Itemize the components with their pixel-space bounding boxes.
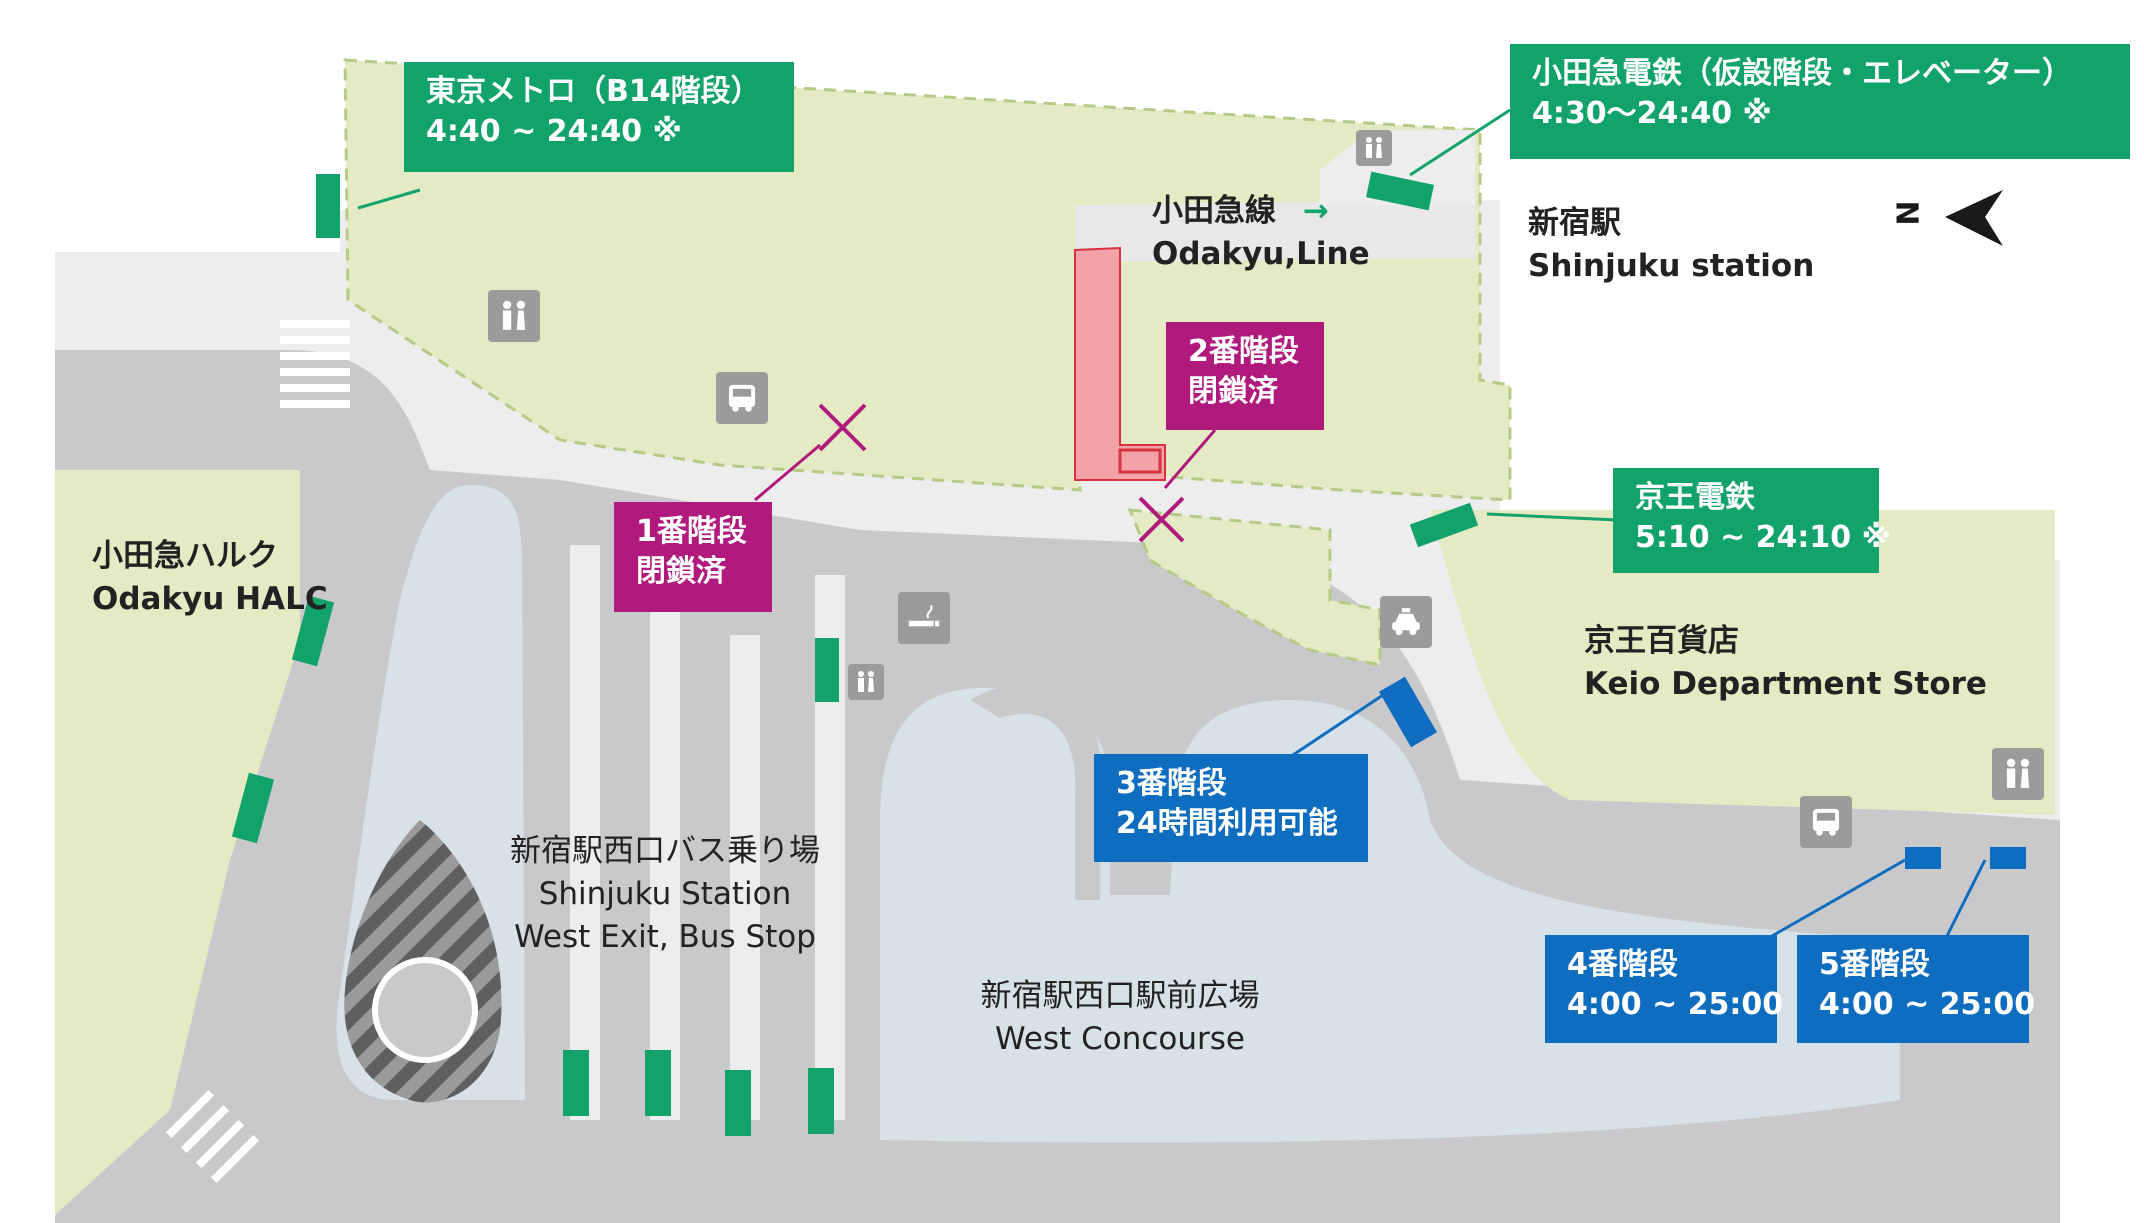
bus-stop-en1: Shinjuku Station [538,876,792,912]
odakyu-line-ja: 小田急線 [1152,193,1276,229]
restroom-icon [1992,748,2044,800]
stair-2-name: 2番階段 [1188,334,1299,369]
odakyu-stair-hours: 4:30〜24:40 ※ [1532,96,1772,131]
bus-lane-1 [570,545,600,1120]
odakyu-corridor [1075,200,1475,262]
keio-stair-name: 京王電鉄 [1635,480,1755,515]
leader-lines [357,108,1987,942]
stair-3-hours: 24時間利用可能 [1116,806,1338,841]
bus-stop-label: 新宿駅西口バス乗り場 Shinjuku Station West Exit, B… [495,830,835,959]
shinjuku-station-en: Shinjuku station [1528,248,1815,284]
odakyu-line-label: 小田急線 → Odakyu,Line [1152,190,1370,276]
odakyu-halc-label: 小田急ハルク Odakyu HALC [92,535,328,621]
odakyu-halc-ja: 小田急ハルク [92,538,278,574]
keio-dept-label: 京王百貨店 Keio Department Store [1584,620,1987,706]
green-stair-marks [231,171,1479,1136]
stair-2-status: 閉鎖済 [1188,374,1278,409]
stair-4-hours: 4:00 ~ 25:00 [1567,987,1784,1022]
smoking-icon [898,592,950,644]
stair-5-label: 5番階段 4:00 ~ 25:00 [1797,935,2036,1043]
bus-lane-3 [730,635,760,1120]
metro-stair-hours: 4:40 ~ 24:40 ※ [426,114,682,149]
metro-stair-name: 東京メトロ（B14階段） [426,74,761,109]
odakyu-stair-label: 小田急電鉄（仮設階段・エレベーター） 4:30〜24:40 ※ [1510,44,2130,159]
odakyu-stair-name: 小田急電鉄（仮設階段・エレベーター） [1532,56,2072,91]
odakyu-halc-en: Odakyu HALC [92,581,328,617]
keio-dept-en: Keio Department Store [1584,666,1987,702]
restroom-icon [488,290,540,342]
closed-marks [818,403,1185,543]
odakyu-line-arrow: → [1302,193,1329,229]
crosswalks [165,320,350,1184]
bus-icon [716,372,768,424]
north-arrow-icon: N [1889,190,2003,246]
roundabout-island [372,957,478,1063]
stair-1-status: 閉鎖済 [636,554,726,589]
keio-department-store-building [1430,510,2055,815]
bus-stop-en2: West Exit, Bus Stop [514,919,816,955]
closed-stair-2-area [1074,246,1166,481]
keio-stair-label: 京王電鉄 5:10 ~ 24:10 ※ [1613,468,1891,573]
stair-2-label: 2番階段 閉鎖済 [1166,322,1324,430]
west-concourse-ja: 新宿駅西口駅前広場 [980,978,1260,1014]
bus-stop-ja: 新宿駅西口バス乗り場 [510,833,820,869]
stair-3-name: 3番階段 [1116,766,1227,801]
stair-1-name: 1番階段 [636,514,747,549]
stair-3-label: 3番階段 24時間利用可能 [1094,754,1368,862]
stair-5-hours: 4:00 ~ 25:00 [1819,987,2036,1022]
plaza-loop [970,682,1101,900]
bus-icon [1800,796,1852,848]
west-concourse-label: 新宿駅西口駅前広場 West Concourse [960,975,1280,1061]
taxi-icon [1380,596,1432,648]
restroom-icon [848,664,884,700]
restroom-icon [1356,130,1392,166]
west-concourse-en: West Concourse [995,1021,1245,1057]
blue-stair-marks [1379,676,2026,869]
bus-lane-2 [650,600,680,1120]
closed-stair-2-inner [1118,448,1162,474]
metro-stair-label: 東京メトロ（B14階段） 4:40 ~ 24:40 ※ [404,62,794,172]
keio-stair-hours: 5:10 ~ 24:10 ※ [1635,520,1891,555]
shinjuku-station-ja: 新宿駅 [1528,205,1621,241]
stair-1-label: 1番階段 閉鎖済 [614,502,772,612]
odakyu-line-en: Odakyu,Line [1152,236,1370,272]
odakyu-annex [1127,508,1382,667]
stair-4-name: 4番階段 [1567,947,1678,982]
compass-letter: N [1889,200,1924,225]
shinjuku-station-label: 新宿駅 Shinjuku station [1528,202,1814,288]
keio-dept-ja: 京王百貨店 [1584,623,1739,659]
odakyu-halc-building [55,470,300,1215]
stair-5-name: 5番階段 [1819,947,1930,982]
stair-4-label: 4番階段 4:00 ~ 25:00 [1545,935,1784,1043]
